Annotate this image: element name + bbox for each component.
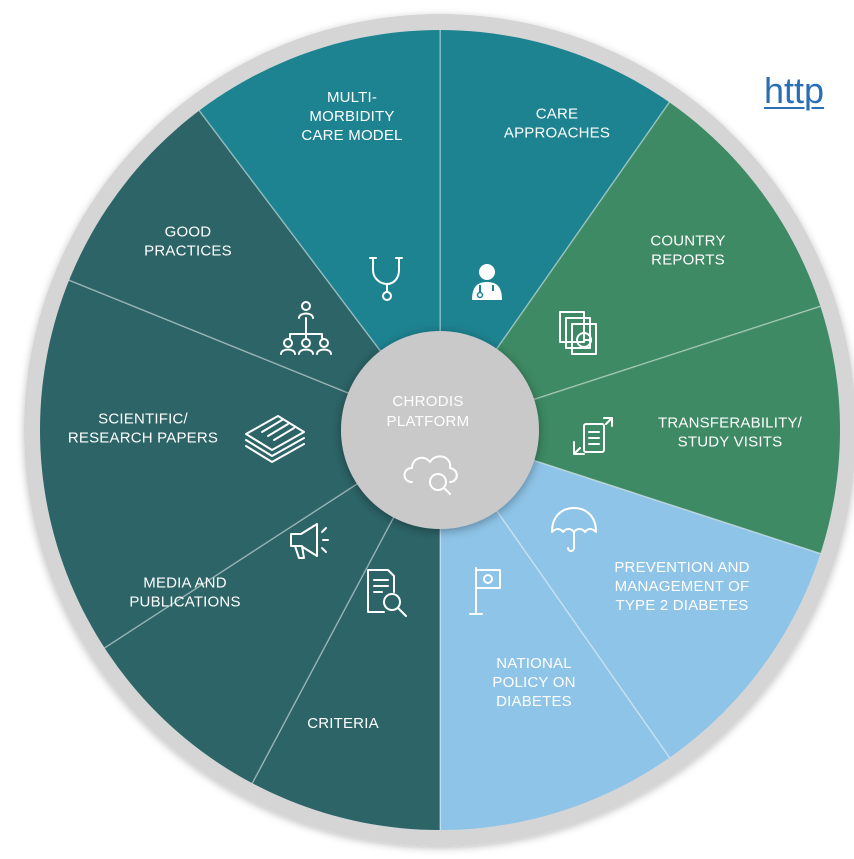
- stethoscope-icon: [369, 257, 403, 301]
- segment-transferability[interactable]: [437, 293, 854, 567]
- segment-label-multimorbidity: MULTI- MORBIDITY CARE MODEL: [301, 89, 402, 144]
- segment-label-line: DIABETES: [496, 693, 572, 710]
- report-pages-icon: [559, 311, 597, 355]
- segment-label-care-approaches: CARE APPROACHES: [504, 106, 610, 142]
- doctor-icon: [472, 264, 502, 300]
- cloud-search-icon: [403, 455, 458, 495]
- segment-label-line: MORBIDITY: [309, 108, 394, 125]
- segment-label-line: MEDIA AND: [143, 575, 227, 592]
- document-transfer-icon: [573, 417, 613, 455]
- segment-label-line: NATIONAL: [496, 655, 572, 672]
- megaphone-icon: [290, 523, 329, 559]
- segment-label-media-publications: MEDIA AND PUBLICATIONS: [129, 575, 240, 611]
- segment-label-line: COUNTRY: [650, 233, 725, 250]
- segment-label-line: STUDY VISITS: [678, 434, 783, 451]
- segment-label-line: SCIENTIFIC/: [98, 411, 188, 428]
- center-title-line1: CHRODIS: [392, 393, 463, 410]
- segment-label-line: REPORTS: [651, 252, 725, 269]
- segment-label-line: TYPE 2 DIABETES: [615, 597, 748, 614]
- segment-label-line: PUBLICATIONS: [129, 594, 240, 611]
- segment-label-national-policy: NATIONAL POLICY ON DIABETES: [492, 655, 575, 710]
- center-title-line2: PLATFORM: [387, 413, 470, 430]
- url-link[interactable]: http: [764, 70, 825, 111]
- segment-label-line: TRANSFERABILITY/: [658, 415, 803, 432]
- segment-label-line: CARE: [536, 106, 578, 123]
- segment-label-country-reports: COUNTRY REPORTS: [650, 233, 725, 269]
- flag-icon: [469, 567, 501, 615]
- document-search-icon: [367, 569, 407, 617]
- segment-label-criteria: CRITERIA: [307, 715, 379, 732]
- segment-label-transferability: TRANSFERABILITY/STUDY VISITS: [658, 415, 803, 451]
- segment-label-good-practices: GOOD PRACTICES: [144, 224, 232, 260]
- segment-label-line: PRACTICES: [144, 243, 232, 260]
- segment-label-line: CARE MODEL: [301, 127, 402, 144]
- center-hub: [341, 331, 539, 529]
- segment-label-line: GOOD: [165, 224, 212, 241]
- segment-label-line: CRITERIA: [307, 715, 379, 732]
- segment-label-prevention-diabetes: PREVENTION AND MANAGEMENT OF TYPE 2 DIABET…: [614, 559, 749, 614]
- papers-stack-icon: [245, 415, 305, 463]
- segment-label-line: RESEARCH PAPERS: [68, 430, 218, 447]
- segment-label-line: MULTI-: [327, 89, 377, 106]
- segment-label-line: MANAGEMENT OF: [615, 578, 750, 595]
- segment-label-line: POLICY ON: [492, 674, 575, 691]
- segment-label-line: APPROACHES: [504, 125, 610, 142]
- people-network-icon: [280, 301, 332, 355]
- segment-label-line: PREVENTION AND: [614, 559, 749, 576]
- segment-label-scientific-papers: SCIENTIFIC/RESEARCH PAPERS: [68, 411, 218, 447]
- umbrella-icon: [551, 507, 597, 552]
